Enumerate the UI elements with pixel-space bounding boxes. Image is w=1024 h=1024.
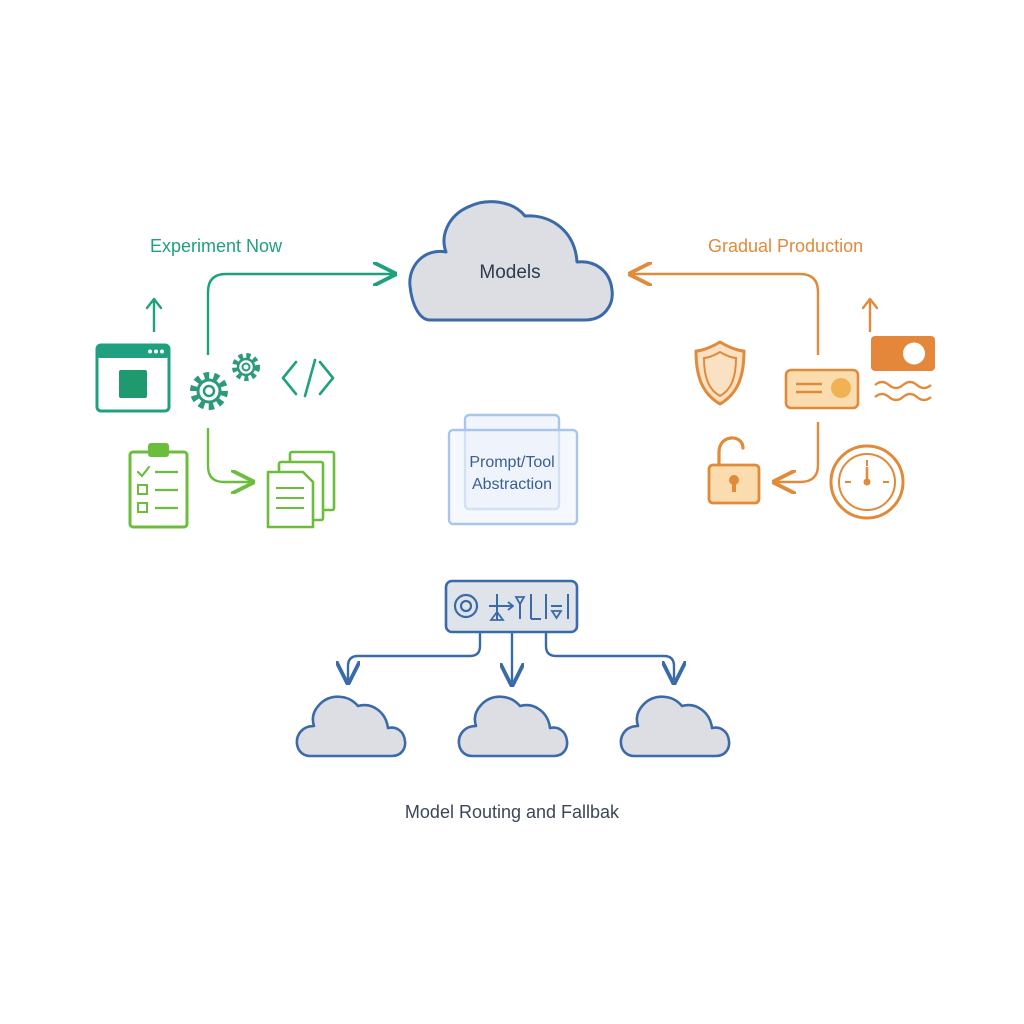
models-cloud [408, 200, 614, 322]
documents-icon [266, 450, 336, 529]
gears-icon [190, 353, 260, 410]
shield-icon [694, 340, 746, 406]
wave-icon [874, 380, 932, 402]
models-label: Models [479, 262, 541, 283]
experiment-now-label: Experiment Now [150, 236, 283, 256]
code-icon [281, 358, 335, 398]
experiment-flow-lines [206, 274, 392, 482]
abstraction-layers [447, 413, 579, 526]
cloud-icon [295, 695, 407, 758]
gauge-icon [829, 444, 905, 520]
routing-caption: Model Routing and Fallbak [404, 802, 620, 822]
cloud-icon [457, 695, 569, 758]
cloud-icon [619, 695, 731, 758]
production-flow-lines [633, 274, 820, 482]
router-panel-icon [444, 579, 579, 634]
arrow-up-icon [145, 297, 163, 332]
routing-lines [348, 632, 674, 682]
checklist-icon [128, 443, 189, 529]
browser-window-icon [95, 343, 171, 413]
toggle-icon [871, 336, 935, 371]
unlock-icon [707, 436, 761, 505]
prompt-tool-text: Prompt/Tool [469, 454, 555, 471]
gradual-production-label: Gradual Production [708, 236, 864, 256]
card-icon [784, 368, 860, 410]
abstraction-text: Abstraction [471, 476, 553, 493]
arrow-up-icon [861, 297, 879, 332]
prompt-tool-abstraction-label: Prompt/Tool Abstraction [440, 452, 584, 496]
